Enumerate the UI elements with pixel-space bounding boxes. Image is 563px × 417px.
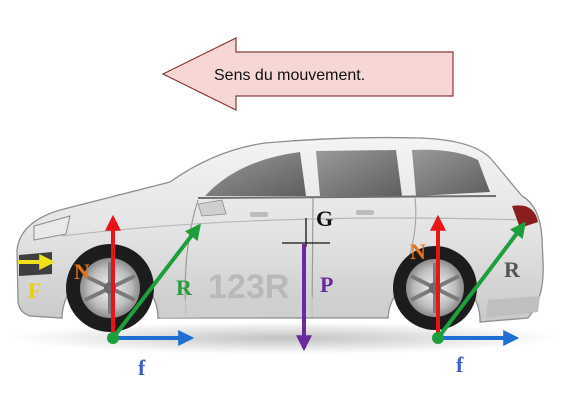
direction-banner: Sens du mouvement. bbox=[161, 37, 454, 111]
center-of-gravity: G bbox=[282, 206, 333, 247]
direction-banner-text: Sens du mouvement. bbox=[214, 67, 365, 84]
applied-force-label: F bbox=[28, 278, 41, 303]
rear-bumper bbox=[486, 296, 540, 318]
front-reaction-vector bbox=[111, 223, 201, 340]
direction-arrow-shape bbox=[161, 37, 454, 111]
rear-normal-label: N bbox=[410, 239, 426, 264]
rear-door-handle bbox=[356, 210, 374, 215]
front-reaction-label: R bbox=[176, 275, 193, 300]
rear-reaction-label: R bbox=[504, 257, 521, 282]
watermark-text: 123R bbox=[208, 268, 289, 306]
weight-label: P bbox=[320, 272, 333, 297]
rear-wheel bbox=[393, 246, 477, 330]
car-shadow bbox=[10, 322, 560, 354]
gravity-center-label: G bbox=[316, 206, 333, 231]
middle-window bbox=[316, 150, 402, 196]
window-frame-line bbox=[197, 195, 497, 199]
headlight bbox=[33, 215, 71, 241]
side-mirror bbox=[197, 199, 227, 217]
rear-reaction-vector bbox=[436, 221, 526, 340]
front-window bbox=[205, 152, 306, 196]
rocker-panel bbox=[160, 296, 388, 318]
front-contact-point bbox=[107, 332, 119, 344]
front-wheel bbox=[66, 244, 154, 332]
rear-friction-label: f bbox=[456, 352, 464, 377]
front-normal-label: N bbox=[74, 259, 90, 284]
car-illustration: 123R bbox=[16, 136, 544, 332]
rear-window bbox=[412, 149, 490, 196]
front-door-handle bbox=[250, 212, 268, 217]
rear-contact-point bbox=[432, 332, 444, 344]
front-friction-label: f bbox=[138, 355, 146, 380]
